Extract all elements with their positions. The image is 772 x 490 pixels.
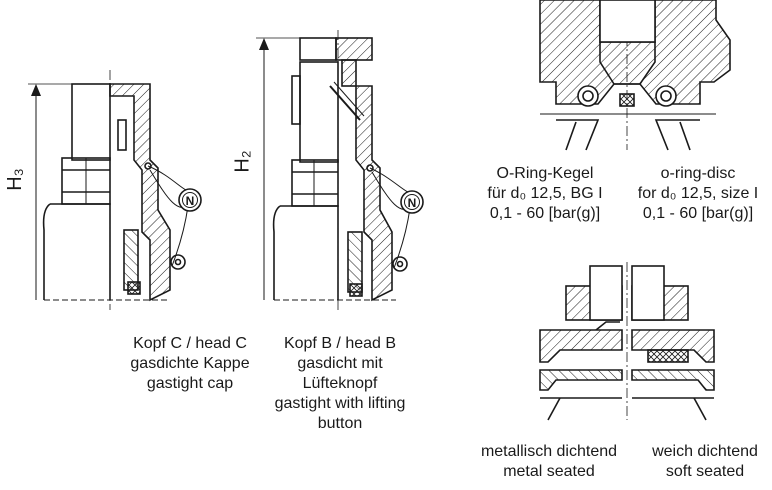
metal-seated-de: metallisch dichtend	[480, 443, 618, 460]
head-c-title: Kopf C / head C	[133, 335, 247, 352]
head-c-de: gasdichte Kappe	[130, 355, 250, 372]
head-b-de-1: gasdicht mit	[297, 355, 383, 372]
head-c-drawing	[28, 70, 193, 310]
seal-symbol-c: N	[178, 188, 202, 212]
svg-text:N: N	[186, 194, 195, 208]
o-ring-caption-de: O-Ring-Kegel für d₀ 12,5, BG I 0,1 - 60 …	[470, 164, 620, 224]
o-ring-range-de: 0,1 - 60 [bar(g)]	[489, 205, 601, 222]
head-b-drawing	[256, 30, 415, 310]
o-ring-size-de: für d₀ 12,5, BG I	[487, 185, 603, 202]
head-b-en-1: gastight with lifting	[274, 395, 406, 412]
soft-seated-caption: weich dichtend soft seated	[640, 442, 770, 482]
head-c-en: gastight cap	[146, 375, 234, 392]
soft-seated-de: weich dichtend	[652, 443, 758, 460]
dimension-h2: H₂	[231, 150, 254, 173]
o-ring-caption-en: o-ring-disc for d₀ 12,5, size I 0,1 - 60…	[624, 164, 772, 224]
o-ring-range-en: 0,1 - 60 [bar(g)]	[642, 205, 754, 222]
head-b-de-2: Lüfteknopf	[302, 375, 378, 392]
seat-detail-drawing	[539, 262, 715, 421]
head-b-caption: Kopf B / head B gasdicht mit Lüfteknopf …	[220, 334, 460, 434]
head-b-title: Kopf B / head B	[283, 335, 397, 352]
metal-seated-en: metal seated	[503, 463, 595, 480]
o-ring-disc-drawing	[539, 0, 731, 151]
o-ring-size-en: for d₀ 12,5, size I	[637, 185, 759, 202]
seal-symbol-b: N	[400, 190, 424, 214]
o-ring-title-de: O-Ring-Kegel	[496, 165, 594, 182]
head-b-en-2: button	[317, 415, 363, 432]
svg-text:N: N	[408, 196, 417, 210]
soft-seated-en: soft seated	[665, 463, 745, 480]
metal-seated-caption: metallisch dichtend metal seated	[464, 442, 634, 482]
dimension-h3: H₃	[3, 168, 26, 191]
o-ring-title-en: o-ring-disc	[660, 165, 736, 182]
head-c-caption: Kopf C / head C gasdichte Kappe gastight…	[100, 334, 280, 394]
